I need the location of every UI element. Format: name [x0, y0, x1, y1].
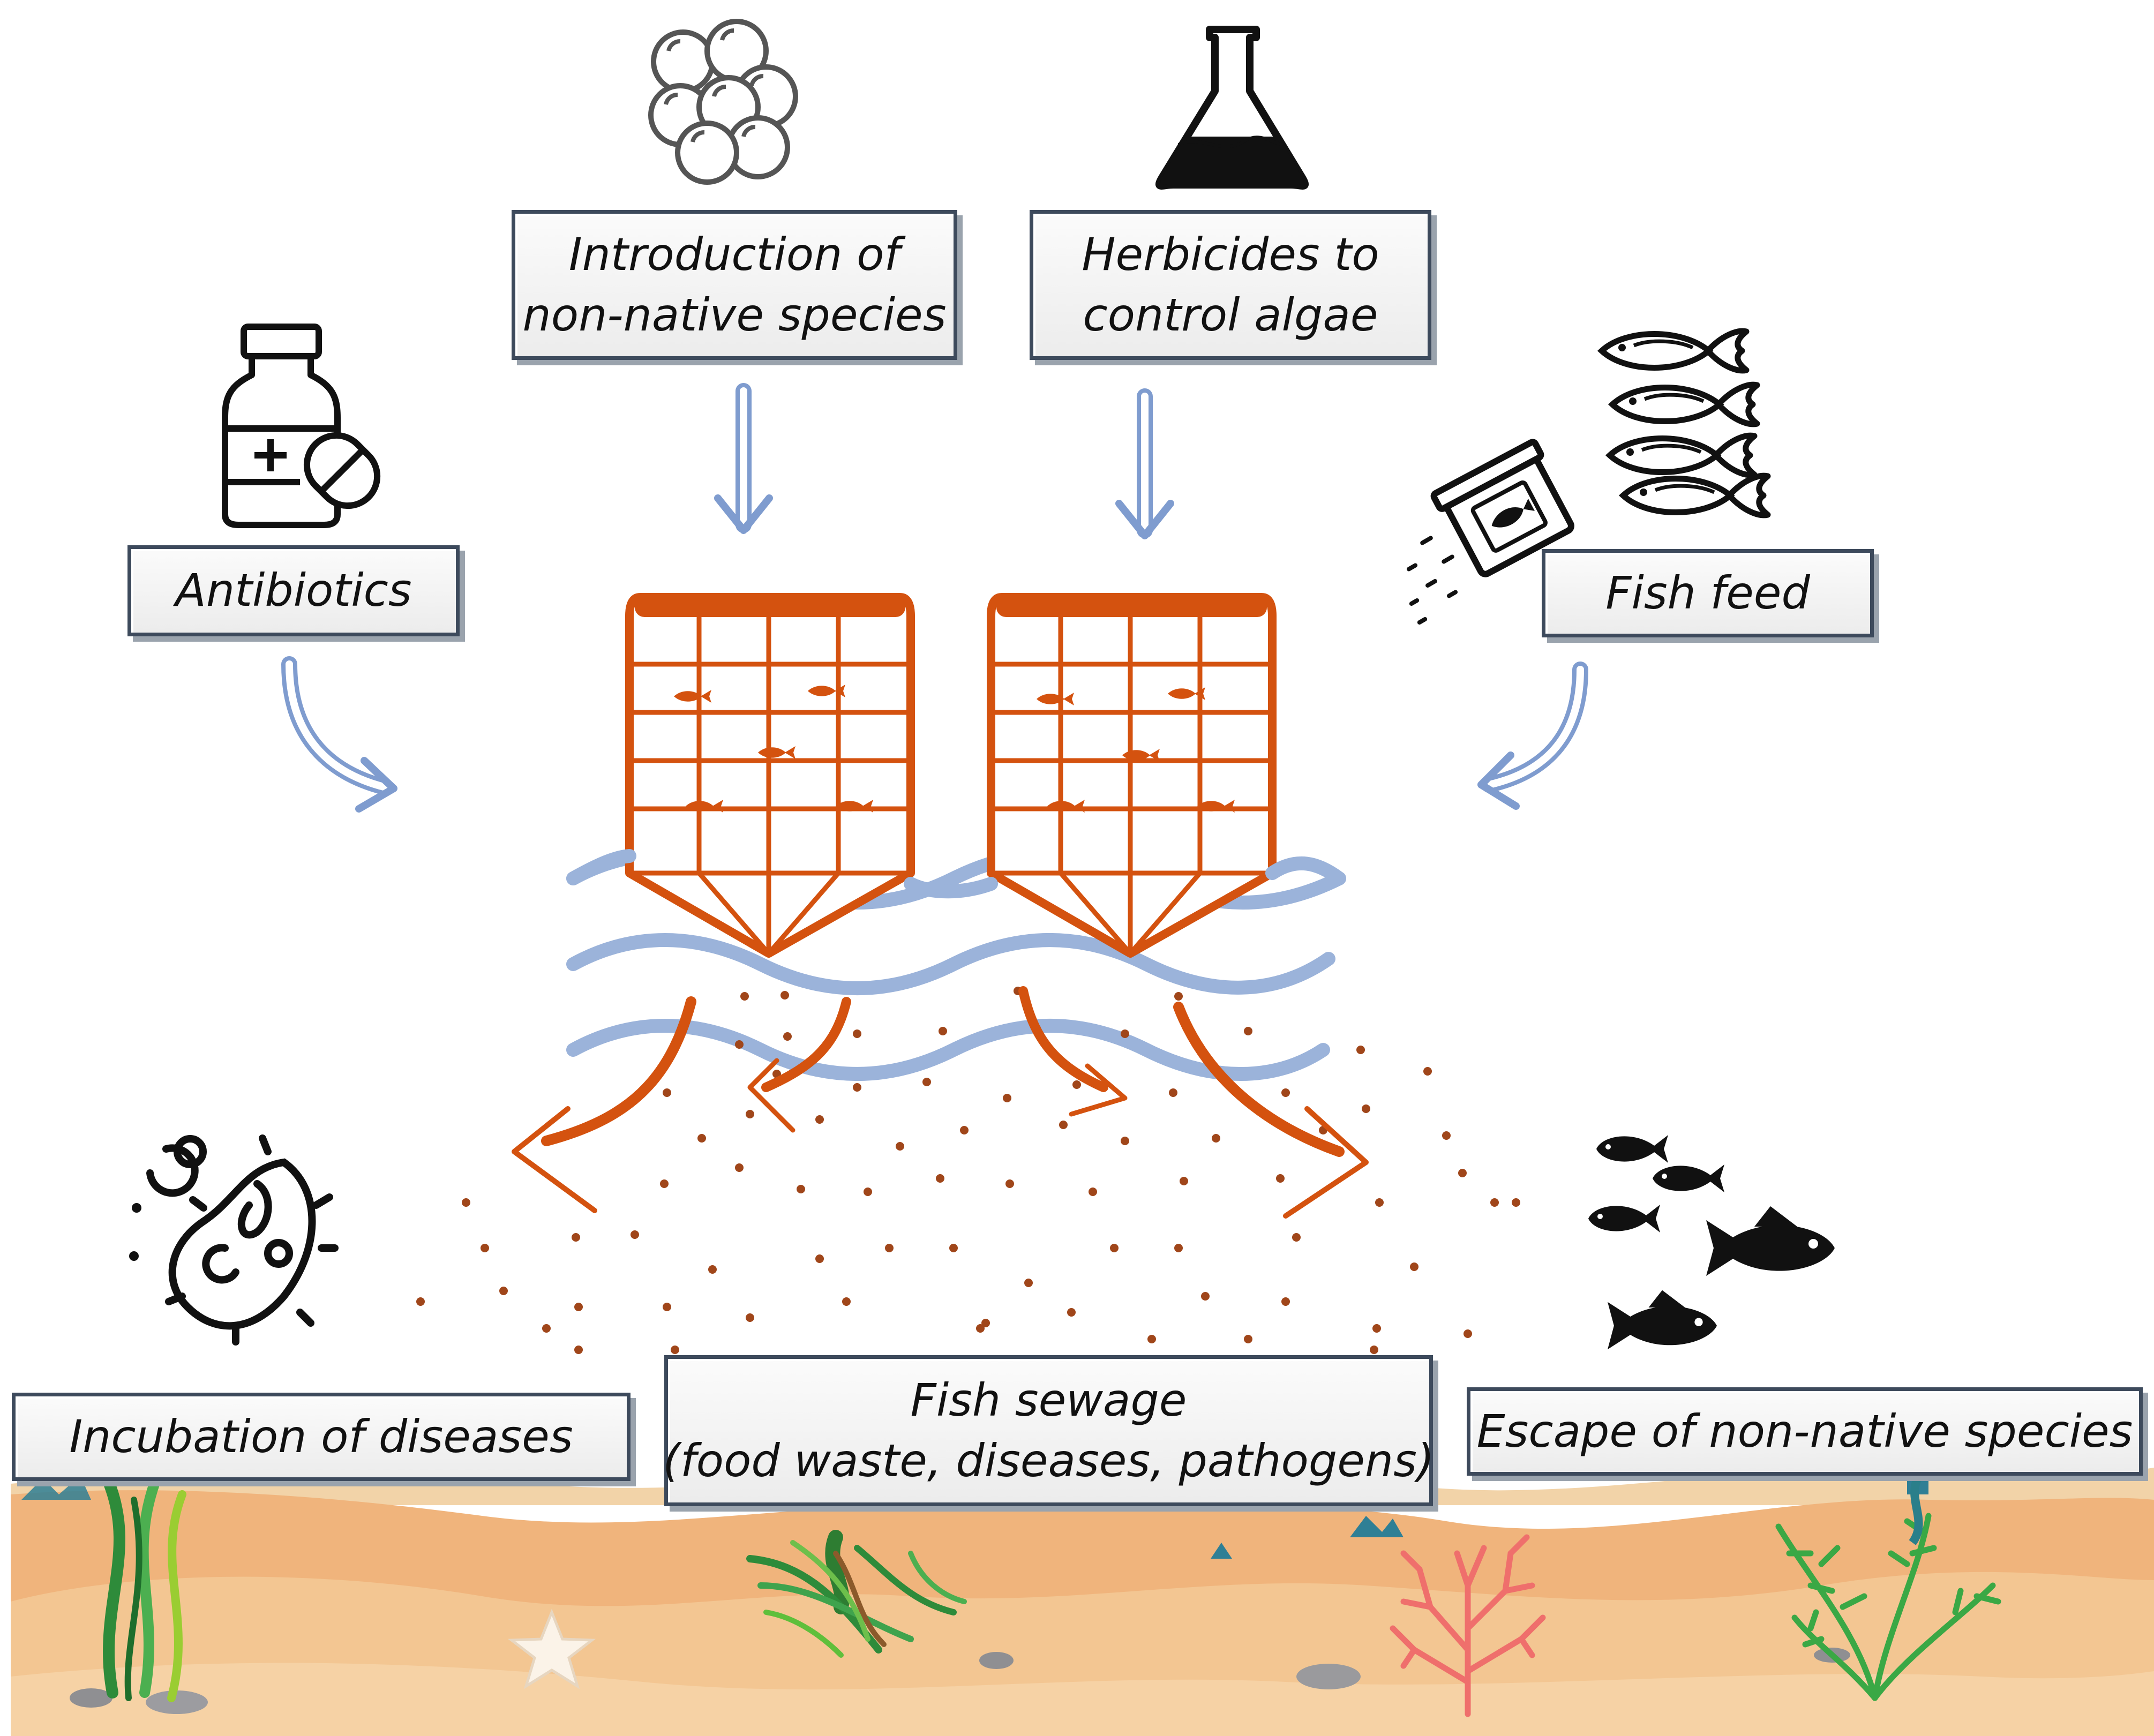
arrow-fish-feed — [1477, 662, 1588, 810]
input-arrows — [281, 383, 1588, 813]
red-coral — [1390, 1534, 1546, 1717]
label-introduction: Introduction of non-native species — [512, 210, 957, 360]
label-escape: Escape of non-native species — [1467, 1387, 2143, 1476]
label-herbicides: Herbicides to control algae — [1030, 210, 1431, 360]
escaped-fish-icon — [1588, 1135, 1835, 1350]
label-escape-text: Escape of non-native species — [1476, 1404, 2133, 1457]
label-introduction-line1: Introduction of — [568, 228, 900, 281]
label-incubation: Incubation of diseases — [12, 1393, 631, 1481]
fish-food-can-icon — [1406, 439, 1574, 625]
fish-school-icon — [1602, 331, 1768, 515]
label-fish-feed-text: Fish feed — [1605, 566, 1810, 619]
starfish — [507, 1609, 596, 1689]
label-sewage-line2: (food waste, diseases, pathogens) — [663, 1434, 1435, 1487]
label-introduction-line2: non-native species — [522, 289, 947, 341]
seaweed-middle — [746, 1530, 967, 1658]
outflow-arrows — [512, 986, 1369, 1219]
flask-icon — [1155, 26, 1309, 190]
label-antibiotics-text: Antibiotics — [175, 564, 412, 617]
seabed — [11, 1462, 2154, 1736]
arrow-antibiotics — [281, 656, 397, 813]
fish-cage-icon — [987, 593, 1277, 958]
eggs-icon — [648, 19, 798, 185]
label-herbicides-line2: control algae — [1083, 289, 1378, 341]
sewage-particles — [416, 987, 1520, 1354]
label-fish-feed: Fish feed — [1542, 549, 1874, 637]
arrow-introduction — [714, 383, 773, 534]
arrow-herbicides — [1115, 388, 1174, 539]
label-sewage-line1: Fish sewage — [910, 1373, 1187, 1426]
label-herbicides-line1: Herbicides to — [1082, 228, 1379, 281]
fish-cage-icon — [625, 593, 915, 958]
bacteria-icon — [129, 1134, 339, 1346]
label-antibiotics: Antibiotics — [127, 545, 460, 636]
label-sewage: Fish sewage (food waste, diseases, patho… — [663, 1355, 1435, 1506]
seaweed-left — [101, 1462, 186, 1702]
medicine-bottle-icon — [222, 324, 381, 528]
label-incubation-text: Incubation of diseases — [69, 1410, 573, 1463]
